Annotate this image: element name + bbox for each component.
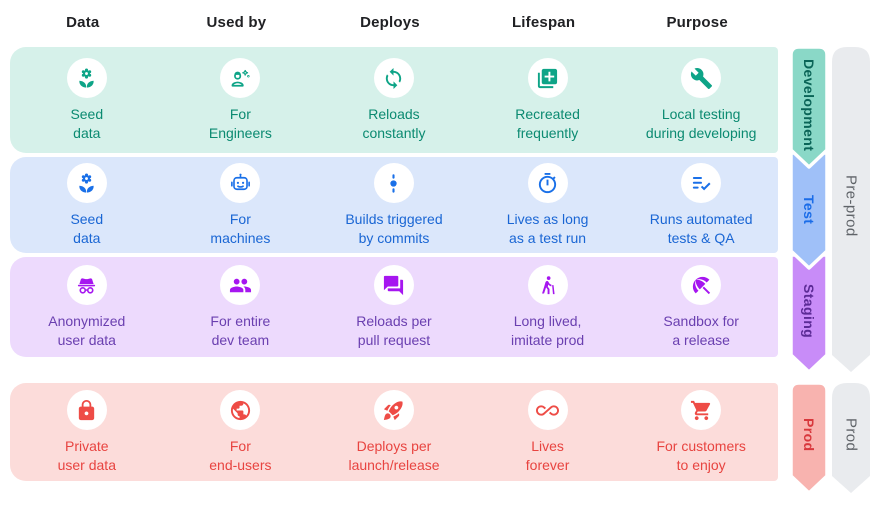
row-prod: Private user data For end-users Deploys … bbox=[10, 383, 778, 481]
cell-label: Runs automated tests & QA bbox=[649, 211, 753, 246]
development-ribbon-label: Development bbox=[801, 58, 817, 152]
cell-staging-data: Anonymized user data bbox=[10, 265, 164, 349]
cell-label: For Engineers bbox=[208, 106, 272, 141]
icon-badge bbox=[66, 163, 107, 204]
cell-development-lifespan: Recreated frequently bbox=[471, 58, 625, 142]
cell-staging-deploys: Reloads per pull request bbox=[317, 265, 471, 349]
cell-development-used-by: For Engineers bbox=[164, 58, 318, 142]
icon-badge bbox=[220, 390, 261, 431]
beach-umbrella-icon bbox=[690, 274, 713, 297]
icon-badge bbox=[373, 58, 414, 99]
icon-badge bbox=[66, 265, 107, 306]
rocket-icon bbox=[382, 399, 405, 422]
cell-staging-lifespan: Long lived, imitate prod bbox=[471, 265, 625, 349]
prod-ribbon-label: Prod bbox=[801, 418, 817, 452]
icon-badge bbox=[66, 390, 107, 431]
icon-badge bbox=[527, 163, 568, 204]
icon-badge bbox=[681, 265, 722, 306]
cell-prod-deploys: Deploys per launch/release bbox=[317, 390, 471, 474]
cell-label: For customers to enjoy bbox=[656, 438, 746, 473]
engineer-icon bbox=[229, 67, 252, 90]
forum-icon bbox=[382, 274, 405, 297]
cell-development-deploys: Reloads constantly bbox=[317, 58, 471, 142]
icon-badge bbox=[220, 163, 261, 204]
row-test: Seed data For machines Builds triggered … bbox=[10, 157, 778, 253]
globe-icon bbox=[229, 399, 252, 422]
cell-prod-purpose: For customers to enjoy bbox=[624, 390, 778, 474]
incognito-icon bbox=[75, 274, 98, 297]
cell-test-deploys: Builds triggered by commits bbox=[317, 163, 471, 247]
library-add-icon bbox=[536, 67, 559, 90]
commit-icon bbox=[382, 172, 405, 195]
preprod-group-label: Pre-prod bbox=[842, 175, 860, 237]
test-ribbon-label: Test bbox=[801, 195, 817, 225]
cell-label: Seed data bbox=[70, 211, 104, 246]
cell-label: Recreated frequently bbox=[515, 106, 580, 141]
cell-development-data: Seed data bbox=[10, 58, 164, 142]
prod-group-label: Prod bbox=[842, 418, 860, 452]
cell-development-purpose: Local testing during developing bbox=[624, 58, 778, 142]
cell-label: For machines bbox=[210, 211, 271, 246]
icon-badge bbox=[373, 163, 414, 204]
icon-badge bbox=[681, 58, 722, 99]
cell-test-purpose: Runs automated tests & QA bbox=[624, 163, 778, 247]
cell-label: Lives forever bbox=[525, 438, 570, 473]
row-staging: Anonymized user data For entire dev team… bbox=[10, 257, 778, 357]
column-headers: Data Used by Deploys Lifespan Purpose bbox=[6, 14, 774, 31]
cell-label: Local testing during developing bbox=[645, 106, 757, 141]
column-header-used-by: Used by bbox=[206, 14, 267, 31]
column-header-data: Data bbox=[66, 14, 100, 31]
robot-icon bbox=[229, 172, 252, 195]
seed-flower-icon bbox=[75, 172, 98, 195]
cell-label: Seed data bbox=[70, 106, 104, 141]
cell-test-lifespan: Lives as long as a test run bbox=[471, 163, 625, 247]
cell-staging-purpose: Sandbox for a release bbox=[624, 265, 778, 349]
cell-prod-lifespan: Lives forever bbox=[471, 390, 625, 474]
icon-badge bbox=[527, 265, 568, 306]
column-header-purpose: Purpose bbox=[666, 14, 728, 31]
icon-badge bbox=[527, 58, 568, 99]
column-header-lifespan: Lifespan bbox=[511, 14, 576, 31]
staging-ribbon-label: Staging bbox=[801, 283, 817, 339]
seed-flower-icon bbox=[75, 67, 98, 90]
cell-test-data: Seed data bbox=[10, 163, 164, 247]
cell-label: For entire dev team bbox=[210, 313, 271, 348]
icon-badge bbox=[373, 390, 414, 431]
wrench-icon bbox=[690, 67, 713, 90]
icon-badge bbox=[373, 265, 414, 306]
column-header-deploys: Deploys bbox=[360, 14, 420, 31]
icon-badge bbox=[527, 390, 568, 431]
cell-label: Sandbox for a release bbox=[663, 313, 739, 348]
cell-label: Reloads constantly bbox=[362, 106, 426, 141]
cell-label: For end-users bbox=[209, 438, 272, 473]
cell-label: Deploys per launch/release bbox=[348, 438, 440, 473]
infinity-icon bbox=[536, 399, 560, 422]
cell-label: Anonymized user data bbox=[48, 313, 126, 348]
group-icon bbox=[229, 274, 252, 297]
cell-staging-used-by: For entire dev team bbox=[164, 265, 318, 349]
cell-label: Long lived, imitate prod bbox=[511, 313, 585, 348]
icon-badge bbox=[681, 163, 722, 204]
icon-badge bbox=[66, 58, 107, 99]
timer-icon bbox=[536, 172, 559, 195]
cell-label: Lives as long as a test run bbox=[506, 211, 589, 246]
lock-icon bbox=[75, 399, 98, 422]
cell-prod-data: Private user data bbox=[10, 390, 164, 474]
icon-badge bbox=[681, 390, 722, 431]
elderly-walker-icon bbox=[536, 274, 559, 297]
cell-label: Reloads per pull request bbox=[356, 313, 432, 348]
icon-badge bbox=[220, 265, 261, 306]
cell-prod-used-by: For end-users bbox=[164, 390, 318, 474]
cell-label: Private user data bbox=[57, 438, 116, 473]
row-development: Seed data For Engineers Reloads constant… bbox=[10, 47, 778, 153]
icon-badge bbox=[220, 58, 261, 99]
sync-icon bbox=[382, 67, 405, 90]
cart-icon bbox=[690, 399, 713, 422]
checklist-icon bbox=[690, 172, 713, 195]
cell-test-used-by: For machines bbox=[164, 163, 318, 247]
cell-label: Builds triggered by commits bbox=[345, 211, 443, 246]
